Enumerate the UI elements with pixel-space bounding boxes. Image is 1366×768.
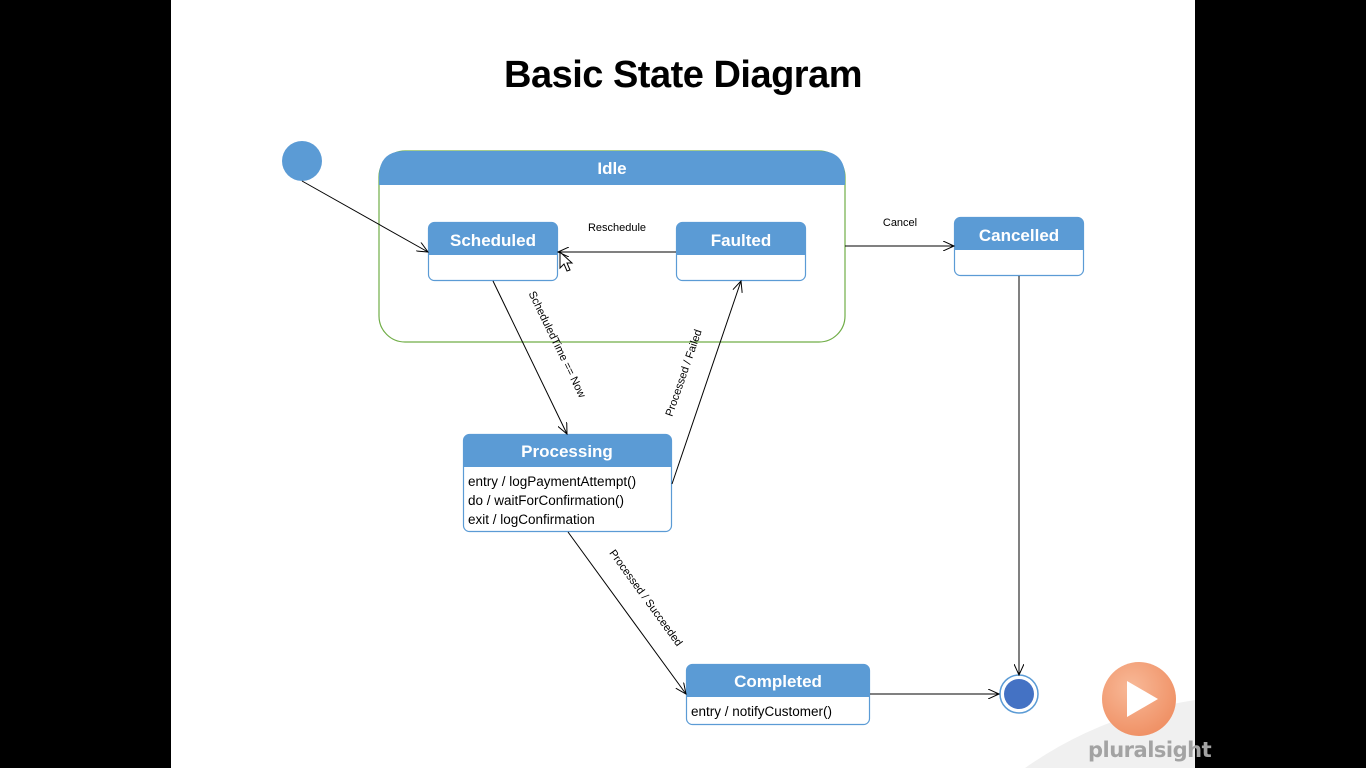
- state-scheduled-label: Scheduled: [450, 231, 536, 250]
- slide: [171, 0, 1195, 768]
- state-cancelled-label: Cancelled: [979, 226, 1059, 245]
- processing-entry-action: entry / logPaymentAttempt(): [468, 474, 636, 489]
- transition-scheduled-to-processing: [492, 280, 567, 434]
- processing-exit-action: exit / logConfirmation: [468, 512, 595, 527]
- transition-processing-to-faulted: [671, 281, 741, 485]
- transition-processing-to-completed: [567, 531, 686, 694]
- state-completed-label: Completed: [734, 672, 822, 691]
- state-processing: Processing entry / logPaymentAttempt() d…: [462, 433, 673, 533]
- initial-node: [282, 141, 322, 181]
- state-cancelled: Cancelled: [953, 216, 1085, 277]
- brand-wordmark: pluralsight: [1088, 738, 1212, 762]
- transition-processed-succeeded-label: Processed / Succeeded: [606, 548, 684, 649]
- state-scheduled: Scheduled: [427, 221, 559, 282]
- state-idle-label: Idle: [597, 159, 626, 178]
- state-faulted-label: Faulted: [711, 231, 771, 250]
- state-faulted: Faulted: [675, 221, 807, 282]
- transition-cancel-label: Cancel: [883, 217, 917, 229]
- transition-reschedule-label: Reschedule: [588, 222, 646, 234]
- play-logo-icon: [1102, 662, 1176, 736]
- page-title: Basic State Diagram: [504, 54, 863, 96]
- completed-entry-action: entry / notifyCustomer(): [691, 704, 832, 719]
- mouse-cursor-icon: [559, 250, 574, 272]
- state-processing-label: Processing: [521, 442, 613, 461]
- transition-initial-to-scheduled: [301, 180, 428, 252]
- final-node: [999, 674, 1039, 714]
- state-completed: Completed entry / notifyCustomer(): [685, 663, 871, 726]
- processing-do-action: do / waitForConfirmation(): [468, 493, 624, 508]
